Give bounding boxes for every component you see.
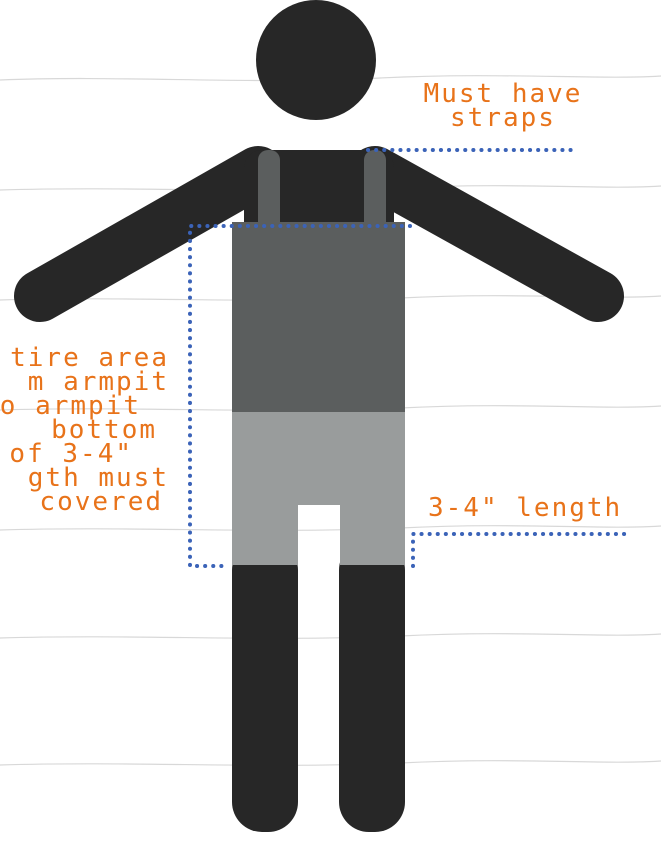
coverage-annotation: tire area m armpit o armpit bottom of 3-…: [0, 346, 169, 514]
straps-annotation-line-2: straps: [398, 106, 608, 130]
length-guide: [413, 534, 630, 566]
left-leg: [232, 540, 298, 832]
length-annotation: 3-4" length: [428, 496, 622, 520]
right-arm: [375, 172, 598, 296]
coverage-annotation-line-7: covered: [0, 490, 163, 514]
left-arm: [40, 172, 258, 296]
head: [256, 0, 376, 120]
length-annotation-text: 3-4" length: [428, 493, 622, 523]
top-garment: [232, 222, 405, 414]
bottom-garment: [232, 412, 405, 565]
right-leg: [339, 540, 405, 832]
straps-annotation: Must have straps: [398, 82, 608, 130]
